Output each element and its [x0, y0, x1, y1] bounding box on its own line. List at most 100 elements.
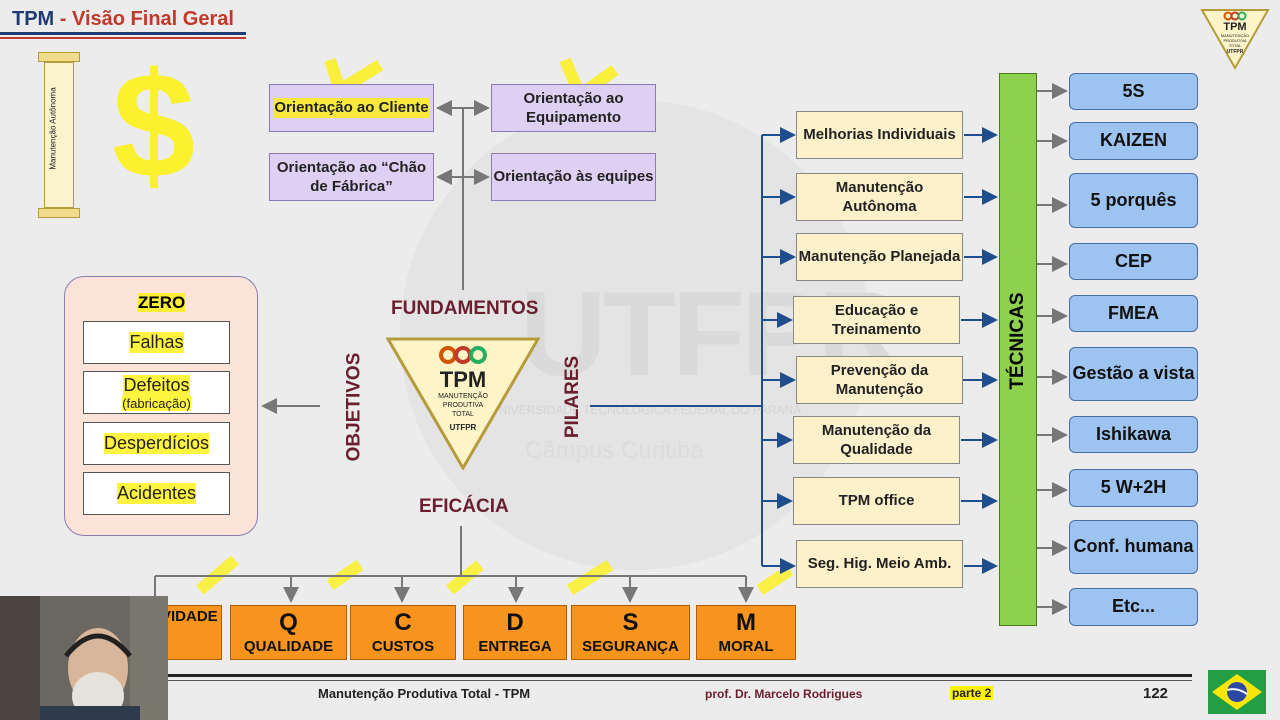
zero-item-defeitos-label: Defeitos [123, 374, 190, 396]
footer-page-number: 122 [1143, 685, 1169, 702]
tecnica-label: Ishikawa [1095, 423, 1172, 444]
resultado-word: ENTREGA [478, 638, 552, 655]
fundamentos-label: FUNDAMENTOS [391, 298, 539, 319]
pillar-cap [38, 52, 80, 62]
footer-course: Manutenção Produtiva Total - TPM [318, 686, 531, 701]
pilar-manutencao-autonoma: Manutenção Autônoma [796, 173, 963, 221]
resultado-entrega: D ENTREGA [463, 605, 567, 660]
tecnicas-bar [999, 73, 1037, 626]
zero-item-defeitos-note: (fabricação) [122, 395, 191, 411]
tecnica-label: 5S [1122, 80, 1145, 101]
pilar-manutencao-planejada: Manutenção Planejada [796, 233, 963, 281]
brazil-flag-icon [1208, 670, 1266, 714]
pilar-label: Manutenção Planejada [798, 248, 961, 266]
pillar-icon: Manutenção Autônoma [38, 52, 80, 218]
tpm-triangle-sub1: MANUTENÇÃO [438, 393, 488, 400]
footer-rule [160, 674, 1192, 677]
tecnica-label: Conf. humana [1073, 536, 1194, 557]
tpm-triangle-sub2: PRODUTIVA [442, 402, 484, 409]
zero-item-falhas: Falhas [83, 321, 230, 364]
pilar-label: Prevenção da Manutenção [830, 361, 929, 399]
dollar-sign-annotation: $ [112, 41, 196, 209]
pilar-manutencao-qualidade: Manutenção da Qualidade [793, 416, 960, 464]
tpm-triangle-sub4: UTFPR [449, 423, 477, 432]
resultado-qualidade: Q QUALIDADE [230, 605, 347, 660]
orientation-cliente-label: Orientação ao Cliente [274, 98, 429, 118]
orientation-equipes-label: Orientação às equipes [493, 168, 654, 186]
tpm-logo-sub2: PRODUTIVA [1223, 38, 1247, 43]
tecnica-conf-humana: Conf. humana [1069, 520, 1198, 574]
tecnica-5-porques: 5 porquês [1069, 173, 1198, 228]
resultado-letter: Q [279, 609, 298, 636]
tpm-logo: TPM MANUTENÇÃO PRODUTIVA TOTAL UTFPR [1200, 8, 1270, 71]
resultado-word: MORAL [718, 638, 774, 655]
resultado-custos: C CUSTOS [350, 605, 456, 660]
pilar-melhorias-individuais: Melhorias Individuais [796, 111, 963, 159]
tecnica-label: CEP [1114, 250, 1152, 271]
tecnica-ishikawa: Ishikawa [1069, 416, 1198, 453]
tecnica-fmea: FMEA [1069, 295, 1198, 332]
tpm-triangle-shape [385, 337, 541, 471]
tpm-triangle-logo: TPM MANUTENÇÃO PRODUTIVA TOTAL UTFPR [385, 337, 541, 471]
tecnica-label: Etc... [1111, 596, 1155, 617]
zero-item-desperdicios: Desperdícios [83, 422, 230, 465]
tpm-triangle-title: TPM [439, 367, 487, 392]
resultado-produtividade: VIDADE [160, 605, 222, 660]
zero-item-defeitos: Defeitos(fabricação) [83, 371, 230, 414]
pilar-tpm-office: TPM office [793, 477, 960, 525]
resultado-word: QUALIDADE [243, 638, 334, 655]
title-rule-red [0, 37, 246, 39]
zero-item-acidentes-label: Acidentes [116, 483, 197, 504]
zero-title: ZERO [138, 293, 186, 313]
resultado-letter: S [622, 609, 639, 636]
orientation-cliente: Orientação ao Cliente [269, 84, 434, 132]
footer-rule-thin [160, 680, 1192, 681]
pilares-label: PILARES [562, 355, 584, 439]
pillar-column [44, 62, 74, 208]
zero-item-falhas-label: Falhas [129, 332, 184, 353]
tecnica-gestao-vista: Gestão a vista [1069, 347, 1198, 401]
tecnica-label: KAIZEN [1100, 130, 1167, 151]
tpm-logo-sub4: UTFPR [1226, 49, 1244, 55]
orientation-chao-fabrica-label: Orientação ao “Chão de Fábrica” [276, 158, 427, 196]
tpm-logo-shape [1200, 9, 1270, 71]
pilar-label: Manutenção da Qualidade [821, 421, 932, 459]
utfpr-watermark-campus: Câmpus Curitiba [525, 437, 704, 464]
resultado-letter: M [736, 609, 756, 636]
tecnica-5w2h: 5 W+2H [1069, 469, 1198, 507]
eficacia-label: EFICÁCIA [419, 496, 509, 517]
pilar-label: TPM office [838, 492, 915, 510]
tecnica-label: FMEA [1108, 302, 1159, 323]
tpm-logo-sub1: MANUTENÇÃO [1220, 33, 1250, 38]
footer-part: parte 2 [950, 686, 994, 700]
tecnica-etc: Etc... [1069, 588, 1198, 626]
tecnica-5s: 5S [1069, 73, 1198, 110]
pilar-seg-hig-meio-amb: Seg. Hig. Meio Amb. [796, 540, 963, 588]
orientation-equipes: Orientação às equipes [491, 153, 656, 201]
resultado-moral: M MORAL [696, 605, 796, 660]
tpm-triangle-sub3: TOTAL [452, 411, 474, 418]
resultado-letter: C [394, 609, 412, 636]
tecnica-label: 5 porquês [1090, 189, 1177, 210]
pilar-educacao-treinamento: Educação e Treinamento [793, 296, 960, 344]
footer-author: prof. Dr. Marcelo Rodrigues [705, 687, 863, 701]
tpm-logo-sub3: TOTAL [1228, 43, 1242, 48]
resultado-word: CUSTOS [371, 638, 435, 655]
zero-item-desperdicios-label: Desperdícios [103, 433, 210, 454]
slide-title-main: Visão Final Geral [72, 8, 234, 30]
slide-title: TPM - Visão Final Geral [12, 8, 234, 31]
tecnica-label: 5 W+2H [1100, 477, 1167, 498]
tecnicas-label: TÉCNICAS [1007, 292, 1028, 390]
objetivos-label: OBJETIVOS [343, 352, 365, 462]
pilar-label: Manutenção Autônoma [835, 178, 924, 216]
zero-item-acidentes: Acidentes [83, 472, 230, 515]
pilar-label: Melhorias Individuais [803, 126, 956, 144]
orientation-chao-fabrica: Orientação ao “Chão de Fábrica” [269, 153, 434, 201]
resultado-word: VIDADE [161, 608, 218, 625]
presenter-silhouette [0, 596, 168, 720]
tecnica-cep: CEP [1069, 243, 1198, 280]
pilar-label: Educação e Treinamento [831, 301, 922, 339]
pillar-base [38, 208, 80, 218]
resultado-letter: D [506, 609, 524, 636]
